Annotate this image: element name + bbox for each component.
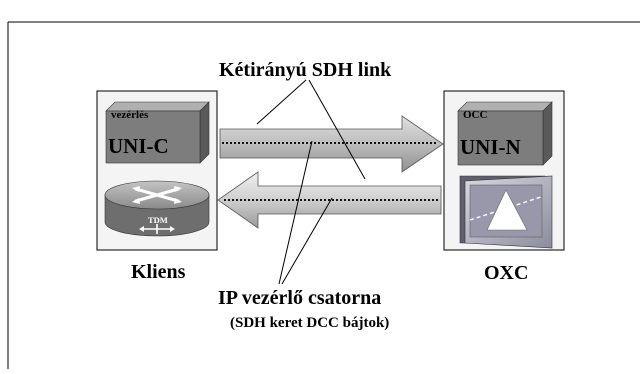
top-link-label: Kétirányú SDH link	[219, 59, 392, 81]
bottom-channel-label: IP vezérlő csatorna	[218, 287, 381, 309]
client-caption: Kliens	[131, 261, 186, 283]
sdh-link-arrow-right	[219, 115, 444, 173]
uni-n-label: UNI-N	[460, 135, 521, 159]
top-callout-lines	[256, 79, 366, 180]
uni-c-label: UNI-C	[108, 134, 169, 158]
sdh-link-arrow-left	[217, 171, 442, 229]
bottom-channel-sublabel: (SDH keret DCC bájtok)	[230, 315, 389, 331]
uni-n-cube-icon	[457, 101, 553, 166]
oxc-switch-icon	[459, 175, 553, 249]
uni-n-tag: OCC	[463, 109, 488, 121]
router-icon	[104, 180, 210, 237]
uni-c-tag: vezérlés	[111, 109, 149, 121]
uni-c-cube-icon	[105, 101, 210, 164]
bottom-callout-lines	[278, 140, 333, 285]
oxc-caption: OXC	[484, 262, 528, 284]
router-tdm-label: TDM	[148, 215, 168, 225]
